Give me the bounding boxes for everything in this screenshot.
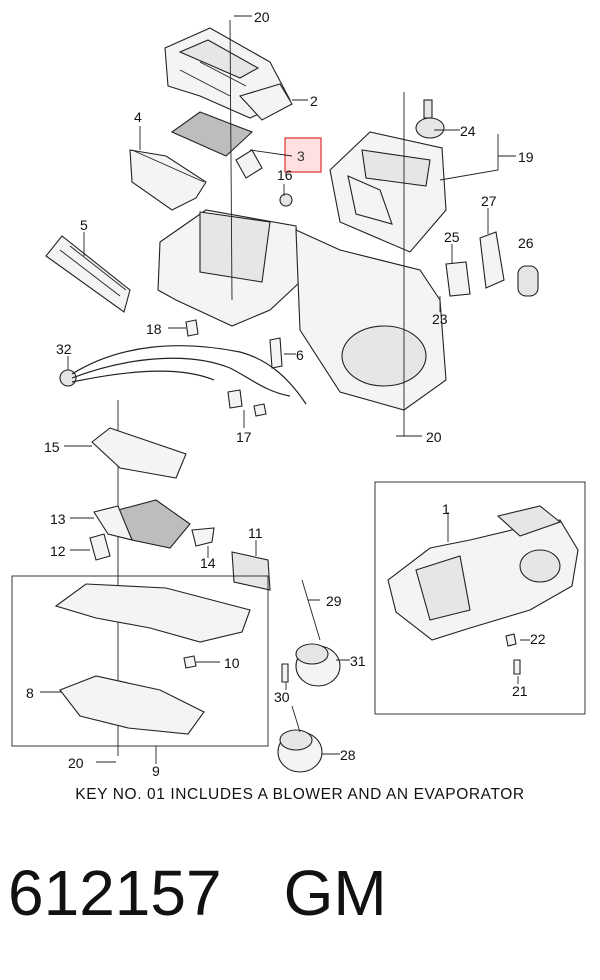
- part-17-connector: [227, 389, 243, 409]
- part-6-clip: [269, 337, 283, 369]
- callout-31: 31: [350, 653, 366, 669]
- part-25-plate: [445, 261, 471, 297]
- part-3-filter: [170, 111, 263, 179]
- callout-20-mid: 20: [426, 429, 442, 445]
- part-10-clip: [183, 655, 197, 669]
- callout-18: 18: [146, 321, 162, 337]
- callout-25: 25: [444, 229, 460, 245]
- subassembly-box-right: [374, 481, 586, 715]
- part-30-screw: [281, 663, 289, 683]
- part-17-connector-b: [253, 403, 267, 417]
- callout-3: 3: [297, 148, 305, 164]
- callout-22: 22: [530, 631, 546, 647]
- callout-4: 4: [134, 109, 142, 125]
- callout-5: 5: [80, 217, 88, 233]
- callout-30: 30: [274, 689, 290, 705]
- callout-1: 1: [442, 501, 450, 517]
- part-14-clip: [191, 527, 215, 547]
- callout-17: 17: [236, 429, 252, 445]
- callout-23: 23: [432, 311, 448, 327]
- callout-14: 14: [200, 555, 216, 571]
- callout-15: 15: [44, 439, 60, 455]
- part-9-lower-case: [54, 583, 251, 643]
- callout-19: 19: [518, 149, 534, 165]
- part-number: 612157: [8, 857, 222, 929]
- part-18-clip: [185, 319, 199, 337]
- callout-24: 24: [460, 123, 476, 139]
- subassembly-box-left: [11, 575, 269, 747]
- part-number-line: 612157 GM: [8, 856, 449, 930]
- brand-name: GM: [283, 857, 387, 929]
- part-29-rod: [301, 579, 321, 641]
- highlight-box: [284, 137, 322, 173]
- callout-13: 13: [50, 511, 66, 527]
- callout-20-top: 20: [254, 9, 270, 25]
- callout-8: 8: [26, 685, 34, 701]
- callout-9: 9: [152, 763, 160, 779]
- part-4-panel: [129, 149, 207, 211]
- part-21-screw: [513, 659, 521, 675]
- callout-26: 26: [518, 235, 534, 251]
- part-8-lower-case: [59, 675, 205, 735]
- part-1-assembly: [387, 505, 579, 641]
- callout-20-bottom: 20: [68, 755, 84, 771]
- part-13-heater-core: [117, 499, 191, 549]
- part-15-duct: [91, 427, 187, 479]
- part-26-cap: [517, 265, 539, 297]
- part-32-wire-harness: [59, 345, 307, 405]
- callout-12: 12: [50, 543, 66, 559]
- callout-6: 6: [296, 347, 304, 363]
- callout-10: 10: [224, 655, 240, 671]
- part-24-cap: [415, 99, 445, 139]
- part-11-plate: [231, 551, 271, 591]
- callout-28: 28: [340, 747, 356, 763]
- diagram-caption: KEY NO. 01 INCLUDES A BLOWER AND AN EVAP…: [75, 786, 525, 803]
- callout-27: 27: [481, 193, 497, 209]
- callout-16: 16: [277, 167, 293, 183]
- callout-2: 2: [310, 93, 318, 109]
- callout-21: 21: [512, 683, 528, 699]
- callout-29: 29: [326, 593, 342, 609]
- part-2-upper-housing: [164, 27, 293, 121]
- callout-32: 32: [56, 341, 72, 357]
- part-5-door: [45, 235, 131, 313]
- callout-11: 11: [248, 525, 263, 541]
- part-12-strap: [89, 533, 111, 561]
- part-31-actuator: [295, 643, 341, 687]
- main-heater-case: [157, 131, 447, 411]
- part-27-bracket: [479, 231, 505, 289]
- part-28-actuator: [277, 705, 323, 773]
- part-16-grommet: [279, 193, 293, 207]
- part-22-clip: [505, 633, 517, 647]
